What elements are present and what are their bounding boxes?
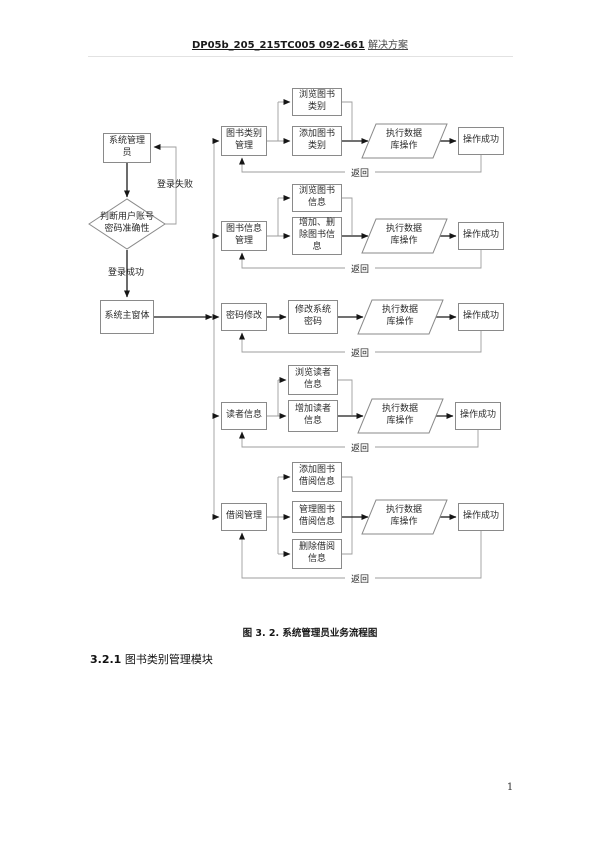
section-number: 3.2.1 <box>90 653 122 666</box>
login-flow-lines <box>124 138 220 520</box>
header-doc-suffix: 解决方案 <box>368 40 409 51</box>
decision-node-label: 判断用户账号密码准确性 <box>99 212 154 234</box>
group5-process-label: 执行数据库操作 <box>385 505 422 527</box>
group2-sub2-node: 增加、删除图书信息 <box>292 217 342 255</box>
group4-process-parallelogram <box>357 398 444 434</box>
decision-shape <box>88 198 166 250</box>
page-header: DP05b_205_215TC005 092-661 解决方案 <box>0 36 600 51</box>
group5-sub2-node: 管理图书借阅信息 <box>292 501 342 533</box>
group1-hub-node: 图书类别管理 <box>221 126 267 156</box>
group2-process-parallelogram <box>361 218 448 254</box>
group3-hub-node: 密码修改 <box>221 303 267 331</box>
login-success-label: 登录成功 <box>107 268 144 278</box>
group4-hub-node: 读者信息 <box>221 402 267 430</box>
group4-process-label: 执行数据库操作 <box>381 404 418 426</box>
group4-sub1-node: 浏览读者信息 <box>288 365 338 395</box>
page-number: 1 <box>506 782 514 793</box>
group4-result-node: 操作成功 <box>455 402 501 430</box>
section-title: 图书类别管理模块 <box>124 653 213 666</box>
group2-lines <box>239 195 482 269</box>
main-window-node: 系统主窗体 <box>100 300 154 334</box>
group2-hub-node: 图书信息管理 <box>221 221 267 251</box>
header-rule <box>88 56 513 57</box>
group5-return-label: 返回 <box>345 572 375 585</box>
group1-process-label: 执行数据库操作 <box>385 129 422 151</box>
figure-caption: 图 3. 2. 系统管理员业务流程图 <box>242 628 378 639</box>
group2-return-label: 返回 <box>345 262 375 275</box>
login-fail-label: 登录失败 <box>156 180 193 190</box>
group4-lines <box>239 377 479 448</box>
group5-process-parallelogram <box>361 499 448 535</box>
admin-node: 系统管理员 <box>103 133 151 163</box>
group3-process-label: 执行数据库操作 <box>381 305 418 327</box>
group1-process-parallelogram <box>361 123 448 159</box>
group5-lines <box>239 474 482 579</box>
group3-sub1-node: 修改系统密码 <box>288 300 338 334</box>
group3-process-parallelogram <box>357 299 444 335</box>
group5-hub-node: 借阅管理 <box>221 503 267 531</box>
group3-return-label: 返回 <box>345 346 375 359</box>
group2-result-node: 操作成功 <box>458 222 504 250</box>
group1-result-node: 操作成功 <box>458 127 504 155</box>
group5-sub1-node: 添加图书借阅信息 <box>292 462 342 492</box>
section-heading: 3.2.1 图书类别管理模块 <box>90 651 213 667</box>
group5-sub3-node: 删除借阅信息 <box>292 539 342 569</box>
group1-sub1-node: 浏览图书类别 <box>292 88 342 116</box>
group1-sub2-node: 添加图书类别 <box>292 126 342 156</box>
group5-result-node: 操作成功 <box>458 503 504 531</box>
group3-result-node: 操作成功 <box>458 303 504 331</box>
group4-return-label: 返回 <box>345 441 375 454</box>
group1-lines <box>239 99 482 173</box>
header-doc-code: DP05b_205_215TC005 092-661 <box>191 40 365 51</box>
group1-return-label: 返回 <box>345 166 375 179</box>
group4-sub2-node: 增加读者信息 <box>288 400 338 432</box>
group2-sub1-node: 浏览图书信息 <box>292 184 342 212</box>
group2-process-label: 执行数据库操作 <box>385 224 422 246</box>
